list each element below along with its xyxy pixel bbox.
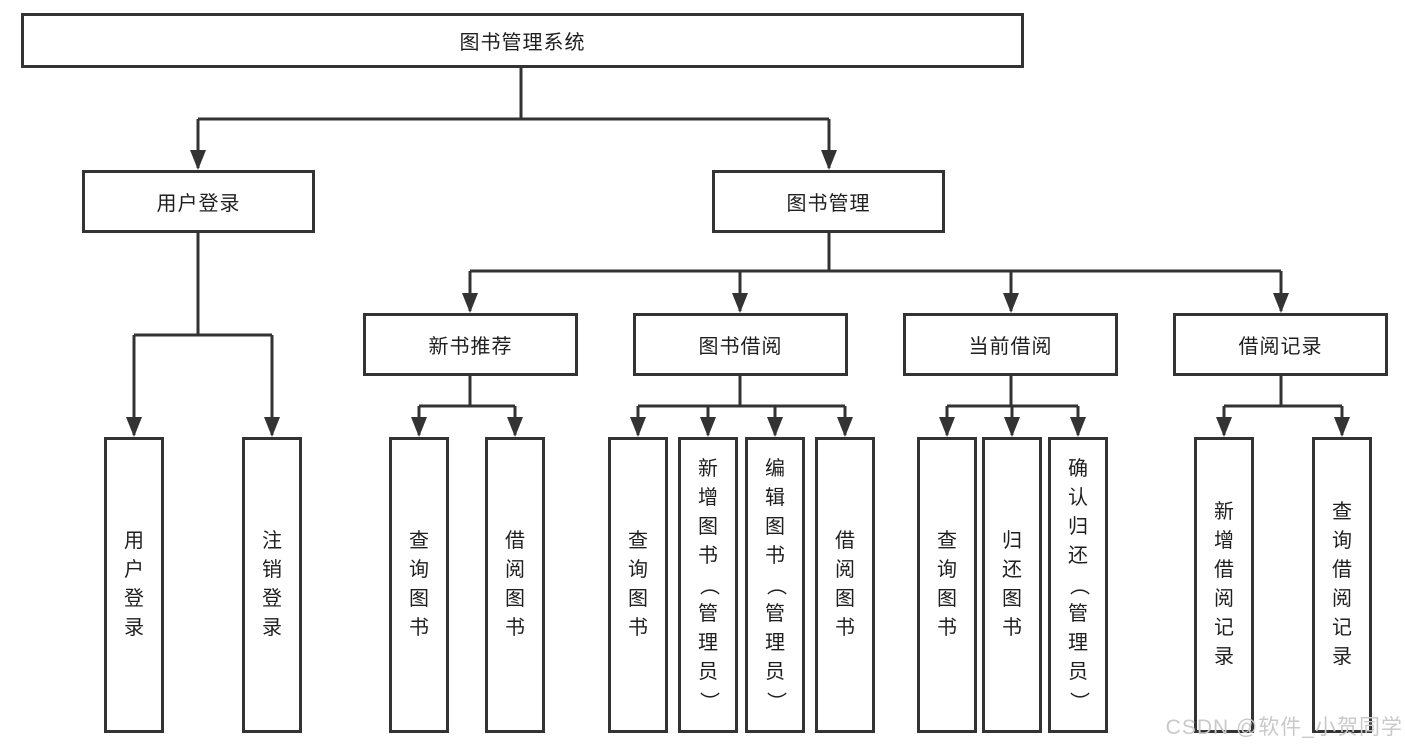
node-book-borrow: 图书借阅: [633, 313, 848, 376]
node-book-management: 图书管理: [712, 170, 945, 233]
node-new-book-recommend: 新书推荐: [363, 313, 578, 376]
connector-borrow-records-branch: [1222, 376, 1344, 435]
connector-book-management-branch: [468, 233, 1283, 311]
leaf-recommend-query-books: 查询图书: [389, 437, 449, 733]
connector-root-to-level2: [196, 66, 831, 168]
node-current-borrow: 当前借阅: [903, 313, 1118, 376]
node-library-system: 图书管理系统: [21, 13, 1024, 68]
leaf-borrow-books: 借阅图书: [815, 437, 875, 733]
leaf-recommend-borrow-books: 借阅图书: [485, 437, 545, 733]
leaf-confirm-return-admin: 确认归还（管理员）: [1048, 437, 1108, 733]
leaf-current-query-books: 查询图书: [917, 437, 977, 733]
leaf-add-borrow-record: 新增借阅记录: [1194, 437, 1254, 733]
connector-user-login-branch: [132, 233, 274, 435]
leaf-borrow-query-books: 查询图书: [608, 437, 668, 733]
leaf-add-book-admin: 新增图书（管理员）: [678, 437, 738, 733]
node-user-login: 用户登录: [82, 170, 315, 233]
leaf-edit-book-admin: 编辑图书（管理员）: [745, 437, 805, 733]
connector-new-book-branch: [417, 376, 517, 435]
connector-current-borrow-branch: [945, 376, 1080, 435]
watermark: CSDN @软件_小贺同学: [1165, 716, 1403, 739]
node-borrow-records: 借阅记录: [1173, 313, 1388, 376]
leaf-return-books: 归还图书: [982, 437, 1042, 733]
leaf-logout: 注销登录: [242, 437, 302, 733]
connector-book-borrow-branch: [636, 376, 847, 435]
leaf-user-login: 用户登录: [104, 437, 164, 733]
leaf-query-borrow-record: 查询借阅记录: [1312, 437, 1372, 733]
